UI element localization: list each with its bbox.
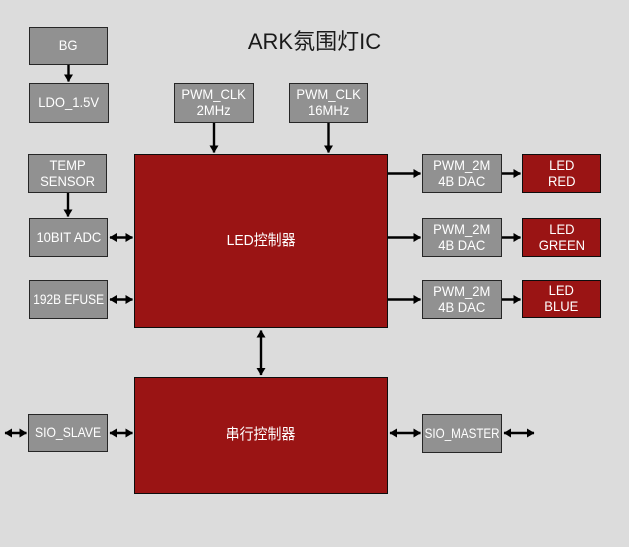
block-sio-master-label: SIO_MASTER [424,424,500,441]
block-pwm-clk-2mhz-label: PWM_CLK 2MHz [181,86,247,118]
block-pwm2m-4b-dac-red: PWM_2M 4B DAC [422,154,502,193]
block-pwm2m-4b-dac-green-label: PWM_2M 4B DAC [433,220,491,253]
block-led-blue-label: LED BLUE [544,282,579,314]
block-sio-master: SIO_MASTER [422,414,502,453]
block-bg: BG [29,27,108,65]
block-pwm2m-4b-dac-blue: PWM_2M 4B DAC [422,280,502,319]
block-192b-efuse-label: 192B EFUSE [33,290,104,307]
block-led-red-label: LED RED [547,156,576,189]
block-serial-controller: 串行控制器 [134,377,388,494]
block-192b-efuse: 192B EFUSE [29,280,108,319]
block-10bit-adc: 10BIT ADC [29,218,108,257]
block-led-green-label: LED GREEN [538,220,585,253]
block-pwm-clk-2mhz: PWM_CLK 2MHz [174,83,254,123]
block-pwm-clk-16mhz-label: PWM_CLK 16MHz [296,86,361,118]
block-pwm2m-4b-dac-blue-label: PWM_2M 4B DAC [433,282,491,315]
block-led-green: LED GREEN [522,218,601,257]
block-10bit-adc-label: 10BIT ADC [36,228,101,245]
block-ldo-label: LDO_1.5V [38,94,100,111]
block-temp-sensor: TEMP SENSOR [28,154,107,193]
block-pwm2m-4b-dac-red-label: PWM_2M 4B DAC [433,156,491,189]
block-pwm-clk-16mhz: PWM_CLK 16MHz [289,83,368,123]
block-ldo-1v5: LDO_1.5V [29,83,109,123]
block-pwm2m-4b-dac-green: PWM_2M 4B DAC [422,218,502,257]
block-led-blue: LED BLUE [522,280,601,318]
block-temp-sensor-label: TEMP SENSOR [40,156,95,189]
block-serial-controller-label: 串行控制器 [226,426,296,444]
block-sio-slave-label: SIO_SLAVE [34,424,102,441]
block-led-controller-label: LED控制器 [226,231,296,249]
block-sio-slave: SIO_SLAVE [28,414,108,452]
block-led-red: LED RED [522,154,601,193]
diagram-title: ARK氛围灯IC [247,29,382,54]
block-led-controller: LED控制器 [134,154,388,328]
block-bg-label: BG [59,37,78,54]
